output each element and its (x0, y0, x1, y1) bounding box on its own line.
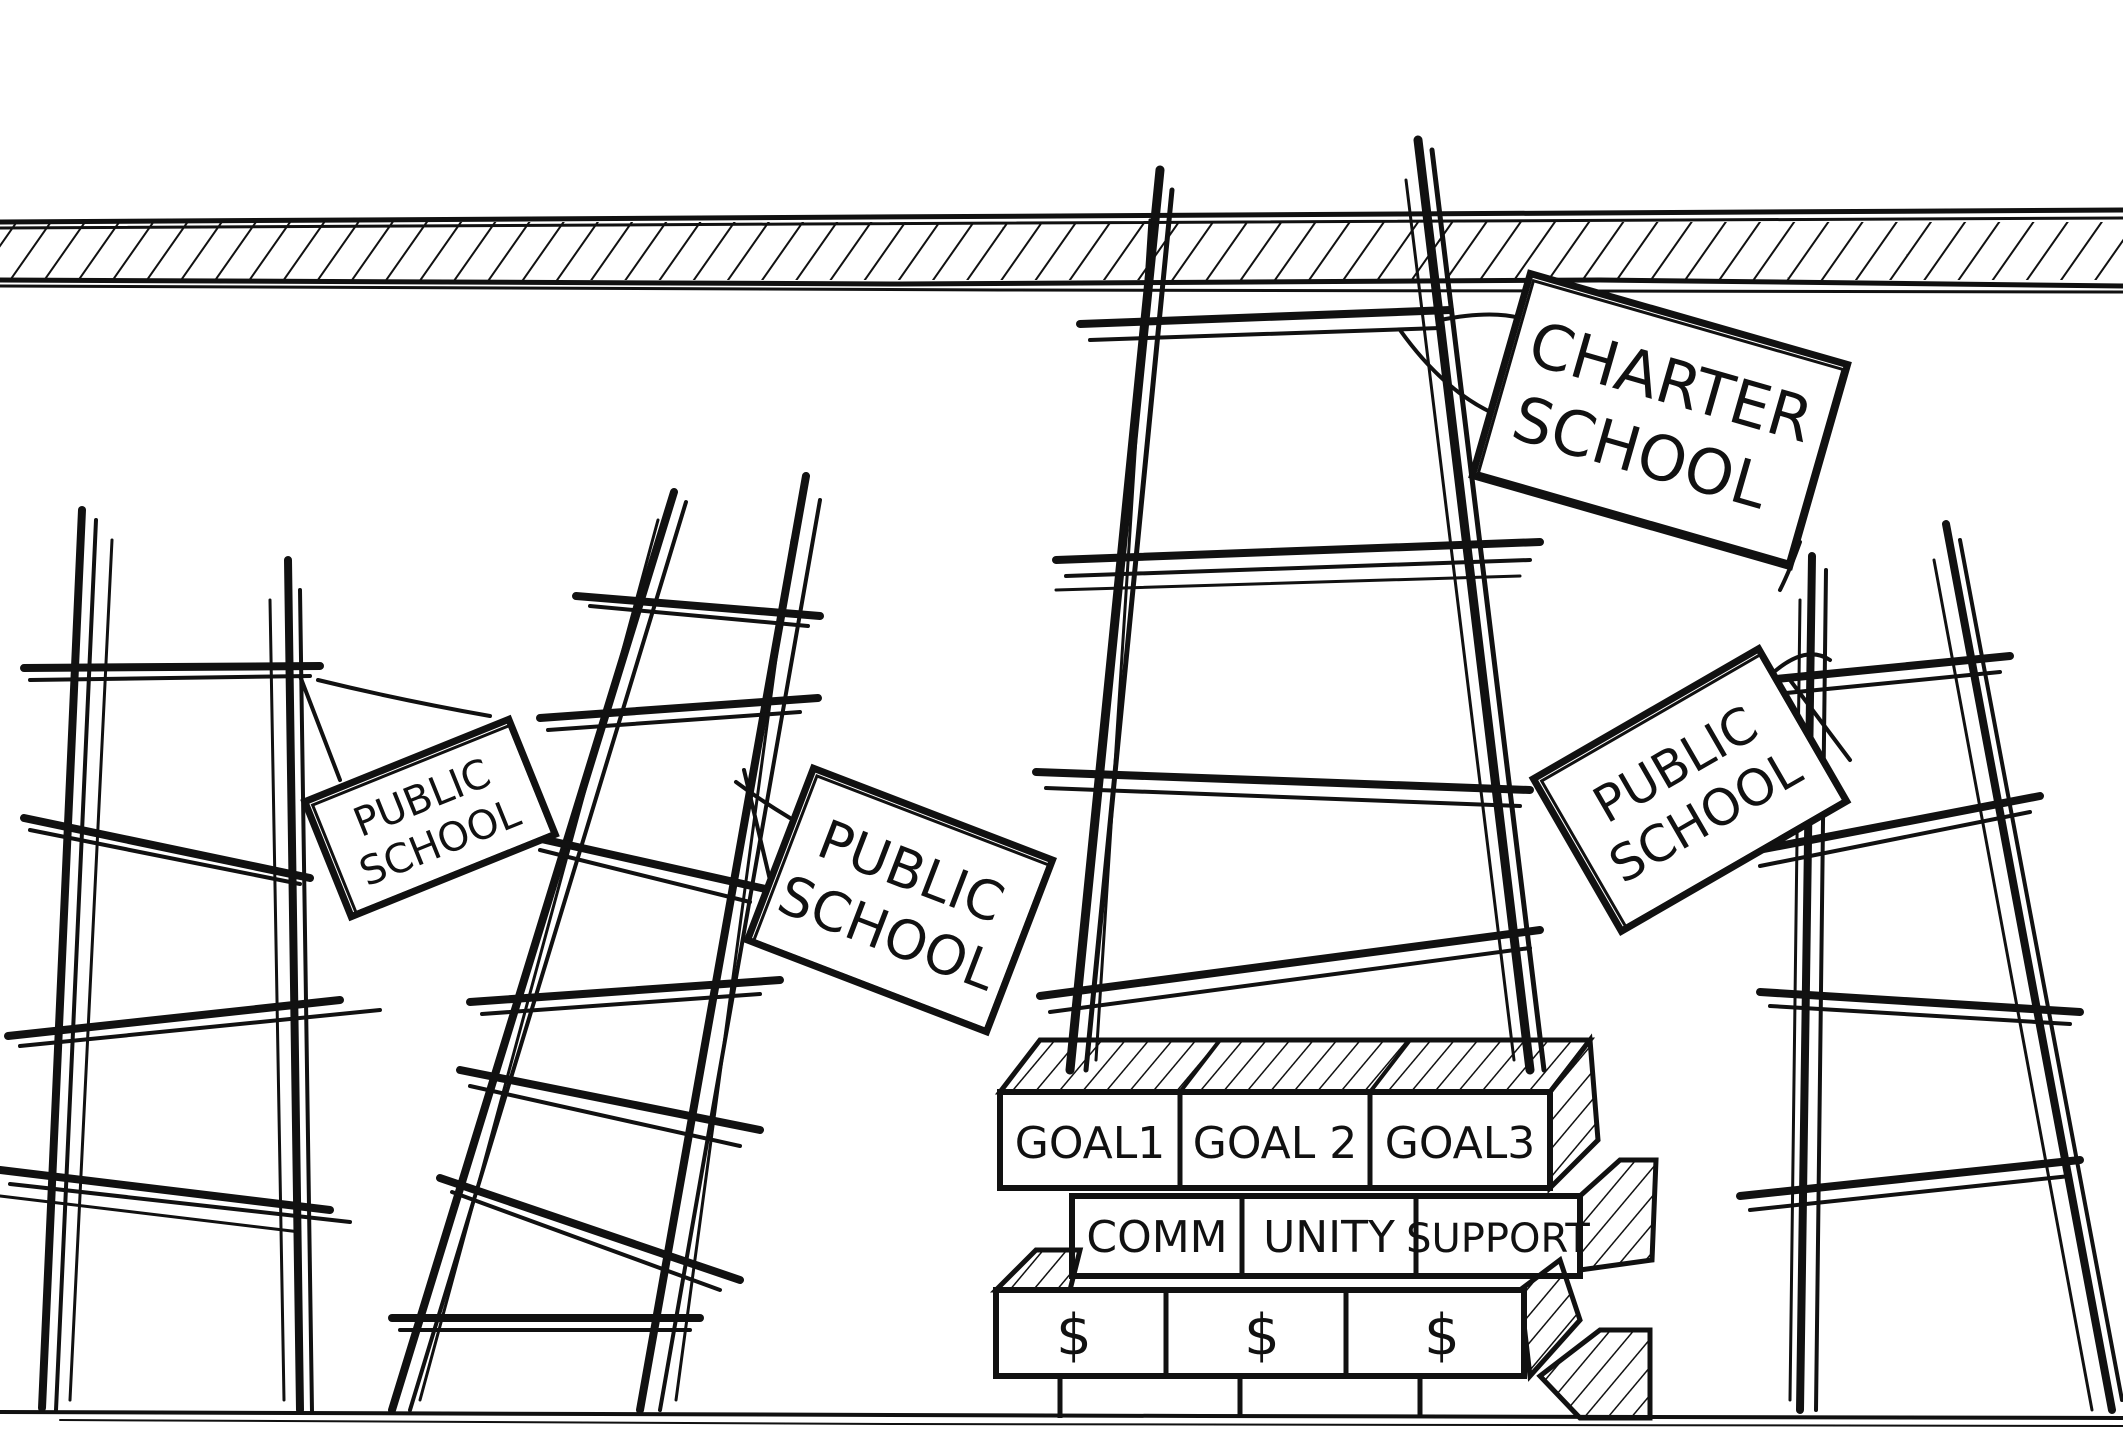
ceiling-beam (0, 207, 2123, 294)
support-blocks: GOAL1 GOAL 2 GOAL3 COMM UNITY SUPPORT $ (989, 1033, 1659, 1421)
community-part-3: SUPPORT (1406, 1216, 1590, 1262)
community-row: COMM UNITY SUPPORT (1069, 1157, 1659, 1279)
goal-3-label: GOAL3 (1385, 1118, 1536, 1169)
ladder-charter (1032, 135, 1547, 1075)
money-row: $ $ $ (989, 1247, 1653, 1421)
community-part-1: COMM (1086, 1212, 1227, 1263)
sign-public-school-3: PUBLIC SCHOOL (1528, 644, 1852, 936)
sign-public-school-1: PUBLIC SCHOOL (298, 674, 560, 922)
community-part-2: UNITY (1263, 1212, 1395, 1263)
money-label-3: $ (1424, 1303, 1460, 1368)
sign-public-school-2: PUBLIC SCHOOL (734, 763, 1057, 1037)
money-label-1: $ (1056, 1303, 1092, 1368)
goal-2-label: GOAL 2 (1193, 1118, 1358, 1169)
ladder-public-2 (388, 472, 824, 1414)
money-label-2: $ (1244, 1303, 1280, 1368)
ladder-public-3 (1736, 520, 2123, 1414)
ladder-public-1 (0, 506, 382, 1414)
goals-row: GOAL1 GOAL 2 GOAL3 (994, 1033, 1601, 1195)
goal-1-label: GOAL1 (1015, 1118, 1166, 1169)
